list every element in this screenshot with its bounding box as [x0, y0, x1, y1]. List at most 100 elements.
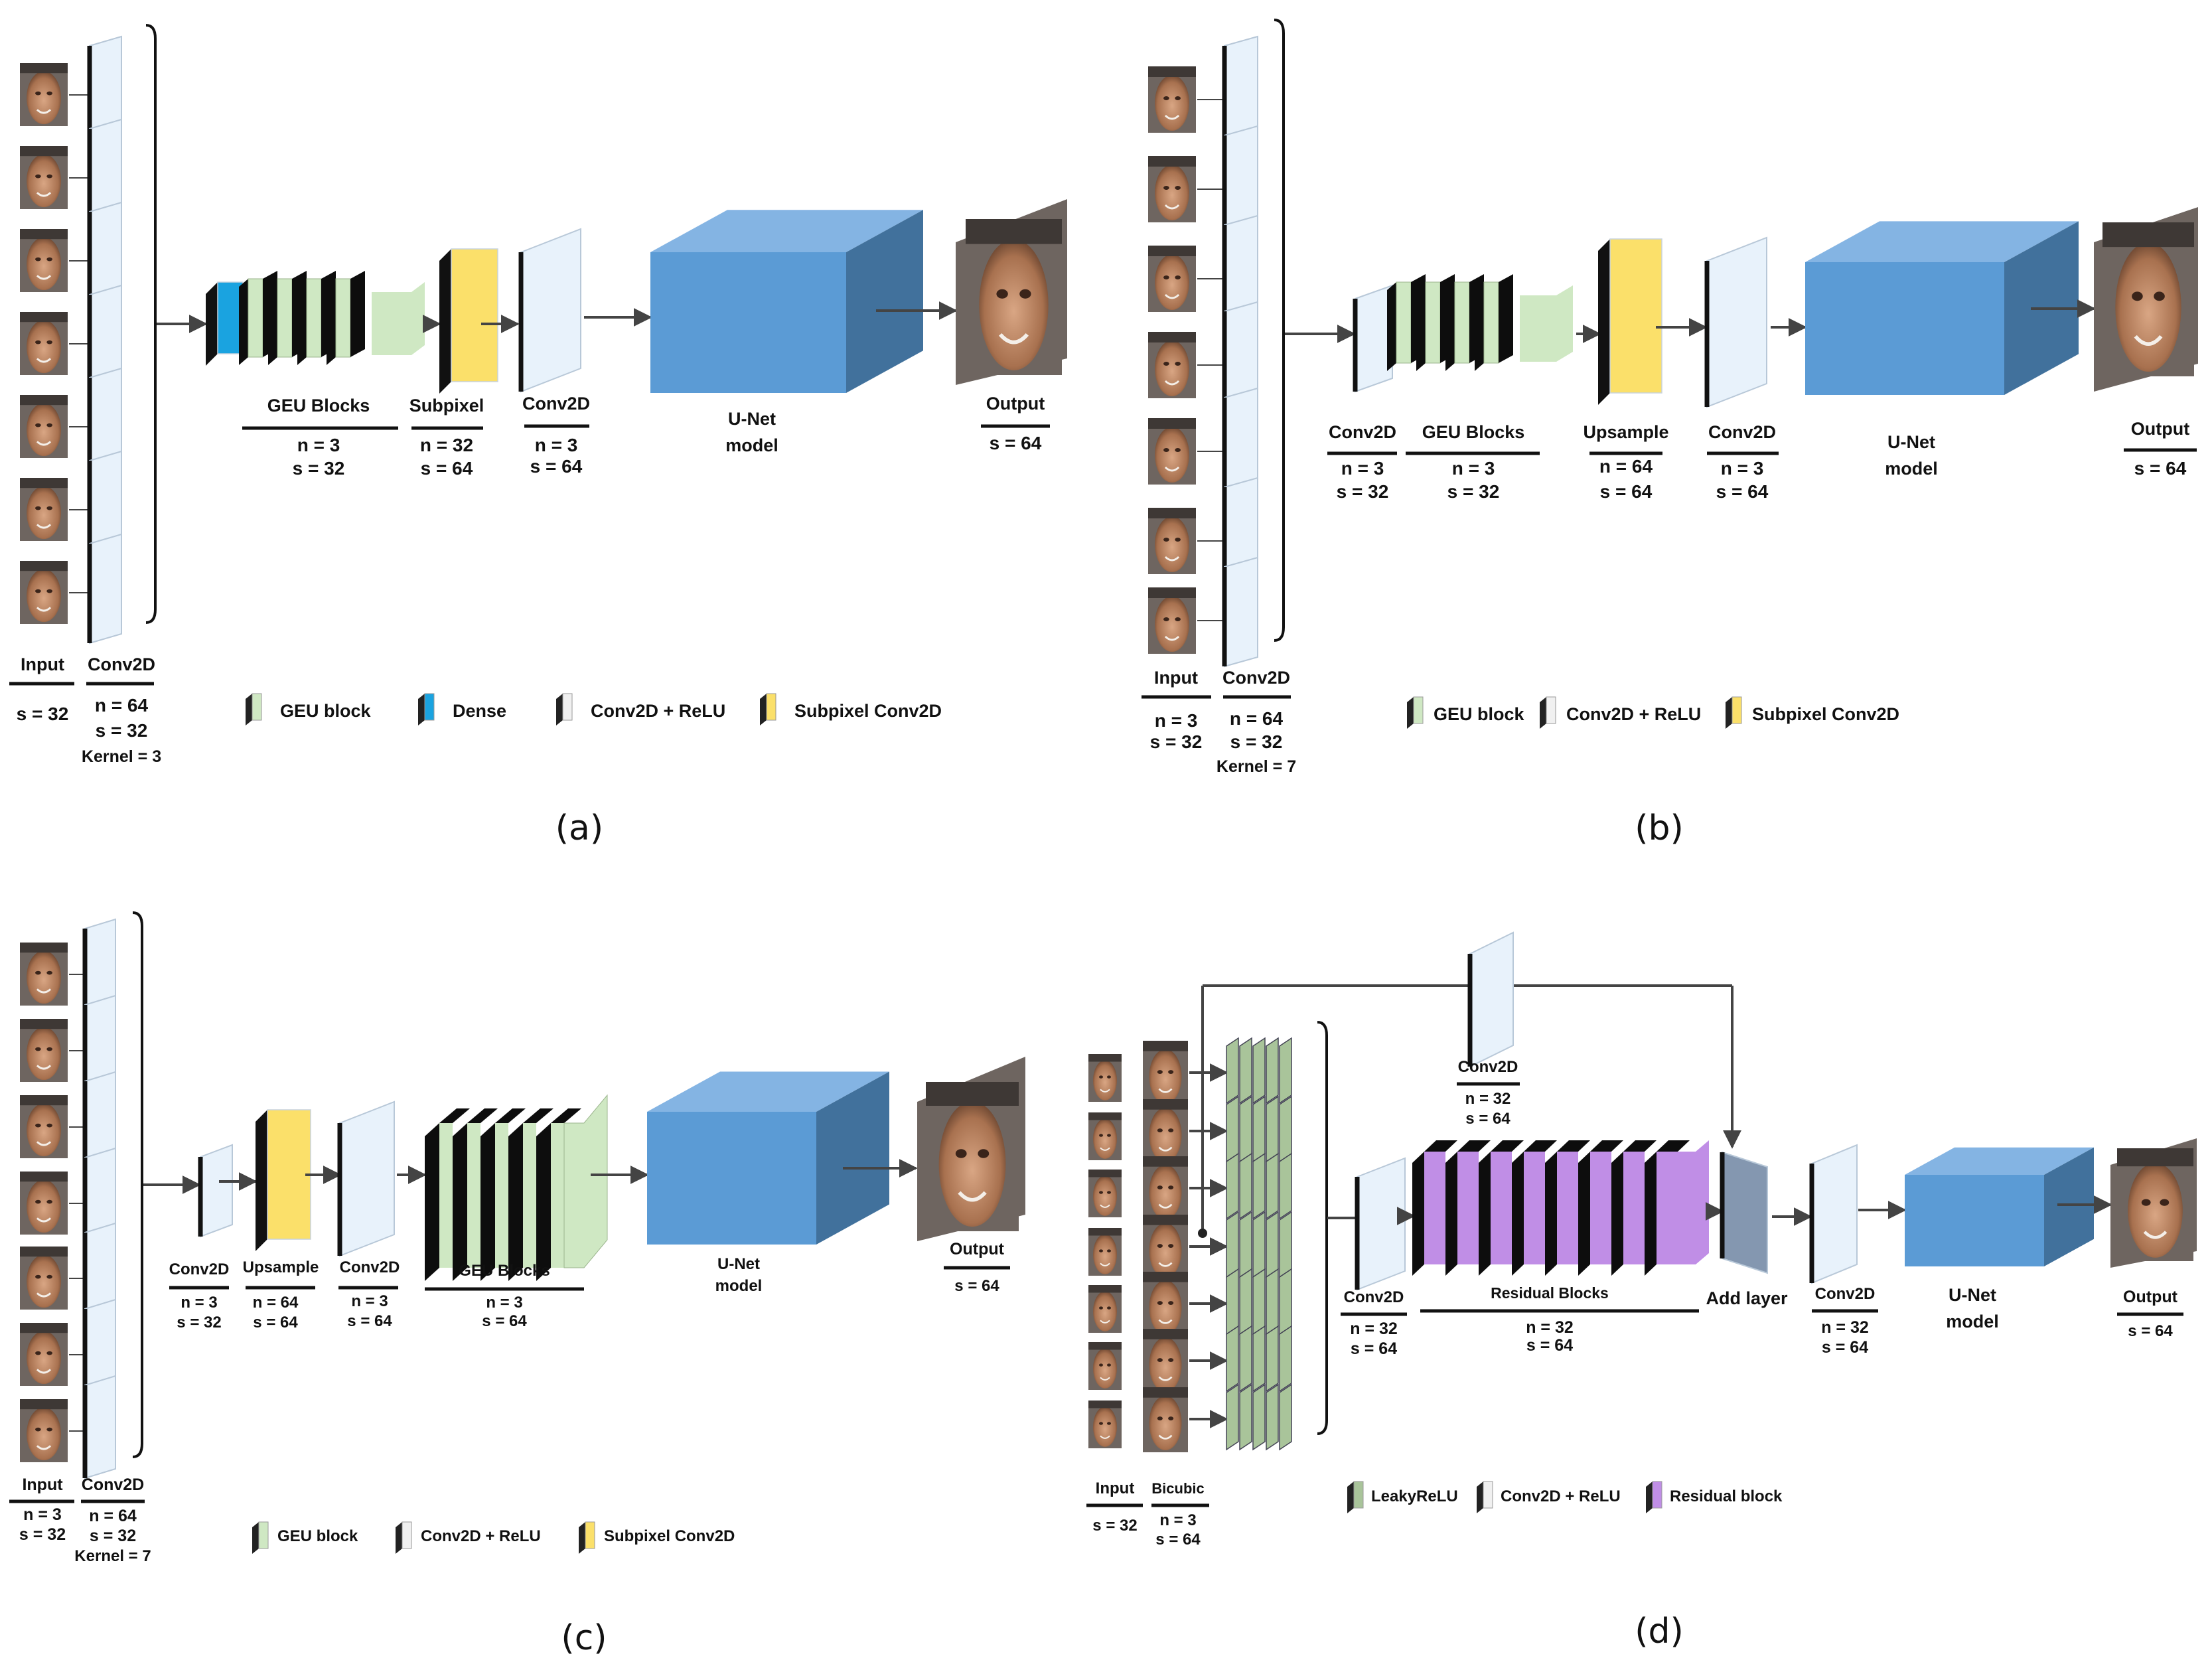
unet-label-2: model [1885, 459, 1938, 479]
input-s: s = 32 [17, 704, 69, 724]
bicubic-s: s = 64 [1155, 1531, 1201, 1549]
output-s: s = 64 [2128, 1322, 2173, 1340]
unet-label-1: U-Net [717, 1255, 760, 1273]
input-face-4 [20, 312, 68, 375]
input-face-6 [20, 478, 68, 541]
caption-a: (a) [555, 808, 603, 848]
geu-s: s = 32 [1447, 481, 1500, 502]
unet-cube [647, 1071, 889, 1245]
bicubic-face-4 [1143, 1215, 1188, 1280]
geu-title: GEU Blocks [267, 396, 370, 416]
leaky-stack-2 [1226, 1095, 1292, 1163]
legend-icon-d-3 [1646, 1481, 1662, 1513]
subpixel-n: n = 32 [420, 435, 473, 455]
dense-layer [206, 281, 244, 366]
input-face-small-7 [1088, 1401, 1122, 1448]
input-face-small-1 [1088, 1054, 1122, 1102]
unet-label-2: model [715, 1277, 763, 1295]
skip-conv-s: s = 64 [1465, 1110, 1511, 1128]
conv2-s: s = 64 [347, 1312, 392, 1330]
conv-in-title: Conv2D [88, 654, 155, 674]
conv2-n: n = 3 [351, 1292, 388, 1310]
input-face-2 [20, 146, 68, 209]
legend-label-c-3: Subpixel Conv2D [604, 1527, 735, 1545]
input-face-2 [20, 1019, 68, 1082]
conv1-title: Conv2D [1329, 422, 1396, 442]
conv2d-map-2 [82, 994, 116, 1099]
conv2-title: Conv2D [1708, 422, 1776, 442]
upsample-n: n = 64 [1599, 456, 1653, 477]
conv2d-map-7 [87, 533, 122, 644]
legend-icon-b-2 [1540, 696, 1556, 729]
conv1-s: s = 64 [1351, 1339, 1397, 1358]
input-face-1 [1148, 66, 1196, 133]
conv2-s: s = 64 [1716, 481, 1769, 502]
leaky-stack-3 [1226, 1152, 1292, 1220]
output-title: Output [986, 394, 1045, 414]
bicubic-face-5 [1143, 1272, 1188, 1337]
input-face-small-5 [1088, 1285, 1122, 1333]
geu-n: n = 3 [297, 435, 340, 455]
conv2d-map-2 [1222, 125, 1258, 236]
output-title: Output [2131, 419, 2189, 439]
conv-in-kernel: Kernel = 7 [1217, 757, 1296, 776]
legend-icon-c-2 [396, 1521, 412, 1554]
output-s: s = 64 [990, 433, 1042, 453]
conv1-title: Conv2D [169, 1260, 230, 1278]
input-face-3 [20, 1095, 68, 1158]
conv-in-n: n = 64 [1230, 708, 1284, 729]
residual-blocks-stack [1412, 1140, 1709, 1276]
legend-label-a-2: Dense [453, 701, 506, 721]
output-title: Output [950, 1240, 1005, 1258]
output-title: Output [2123, 1288, 2178, 1306]
residual-s: s = 64 [1526, 1336, 1573, 1355]
leaky-stack-1 [1226, 1037, 1292, 1104]
input-s: s = 32 [1150, 731, 1203, 752]
leaky-stack-6 [1226, 1325, 1292, 1393]
caption-c: (c) [561, 1618, 607, 1658]
legend-icon-a-3 [556, 693, 573, 725]
subpixel-title: Subpixel [409, 396, 484, 416]
geu-n: n = 3 [486, 1294, 522, 1312]
output-face [2102, 222, 2194, 376]
unet-label-1: U-Net [1949, 1285, 1996, 1305]
conv2-title: Conv2D [1815, 1285, 1876, 1303]
output-s: s = 64 [2134, 458, 2187, 479]
add-layer [1720, 1151, 1768, 1274]
input-face-5 [20, 1247, 68, 1310]
conv2-n: n = 3 [1721, 458, 1764, 479]
conv1-title: Conv2D [1344, 1288, 1404, 1306]
leaky-stack-7 [1226, 1383, 1292, 1451]
unet-label-1: U-Net [1887, 432, 1935, 452]
bicubic-face-3 [1143, 1156, 1188, 1221]
conv1-n: n = 3 [1341, 458, 1384, 479]
conv2d-map-7 [82, 1375, 116, 1479]
conv2-title: Conv2D [340, 1258, 400, 1276]
input-face-7 [20, 1399, 68, 1462]
legend-label-d-2: Conv2D + ReLU [1501, 1487, 1621, 1505]
conv-in-kernel: Kernel = 3 [82, 747, 161, 766]
input-title: Input [22, 1476, 63, 1494]
legend-icon-c-3 [579, 1521, 595, 1554]
skip-conv-title: Conv2D [1458, 1058, 1518, 1076]
residual-n: n = 32 [1526, 1318, 1574, 1337]
input-face-small-2 [1088, 1112, 1122, 1160]
conv2d-map-7 [1222, 556, 1258, 668]
input-title: Input [1154, 668, 1198, 688]
legend-icon-a-1 [246, 693, 262, 725]
caption-d: (d) [1635, 1612, 1684, 1651]
input-face-4 [20, 1172, 68, 1235]
add-layer-title: Add layer [1706, 1288, 1788, 1308]
legend-label-b-2: Conv2D + ReLU [1566, 704, 1701, 724]
conv2-s: s = 64 [530, 456, 583, 477]
conv-in-kernel: Kernel = 7 [74, 1547, 151, 1565]
conv2d-map-5 [1222, 387, 1258, 498]
legend-label-b-3: Subpixel Conv2D [1752, 704, 1899, 724]
geu-title: GEU Blocks [459, 1262, 550, 1280]
conv1-n: n = 3 [181, 1294, 217, 1312]
conv-in-s: s = 32 [1230, 731, 1283, 752]
conv2-n: n = 32 [1821, 1318, 1869, 1337]
geu-blocks-tail [1520, 285, 1573, 362]
geu-s: s = 32 [293, 458, 345, 479]
geu-n: n = 3 [1452, 458, 1495, 479]
